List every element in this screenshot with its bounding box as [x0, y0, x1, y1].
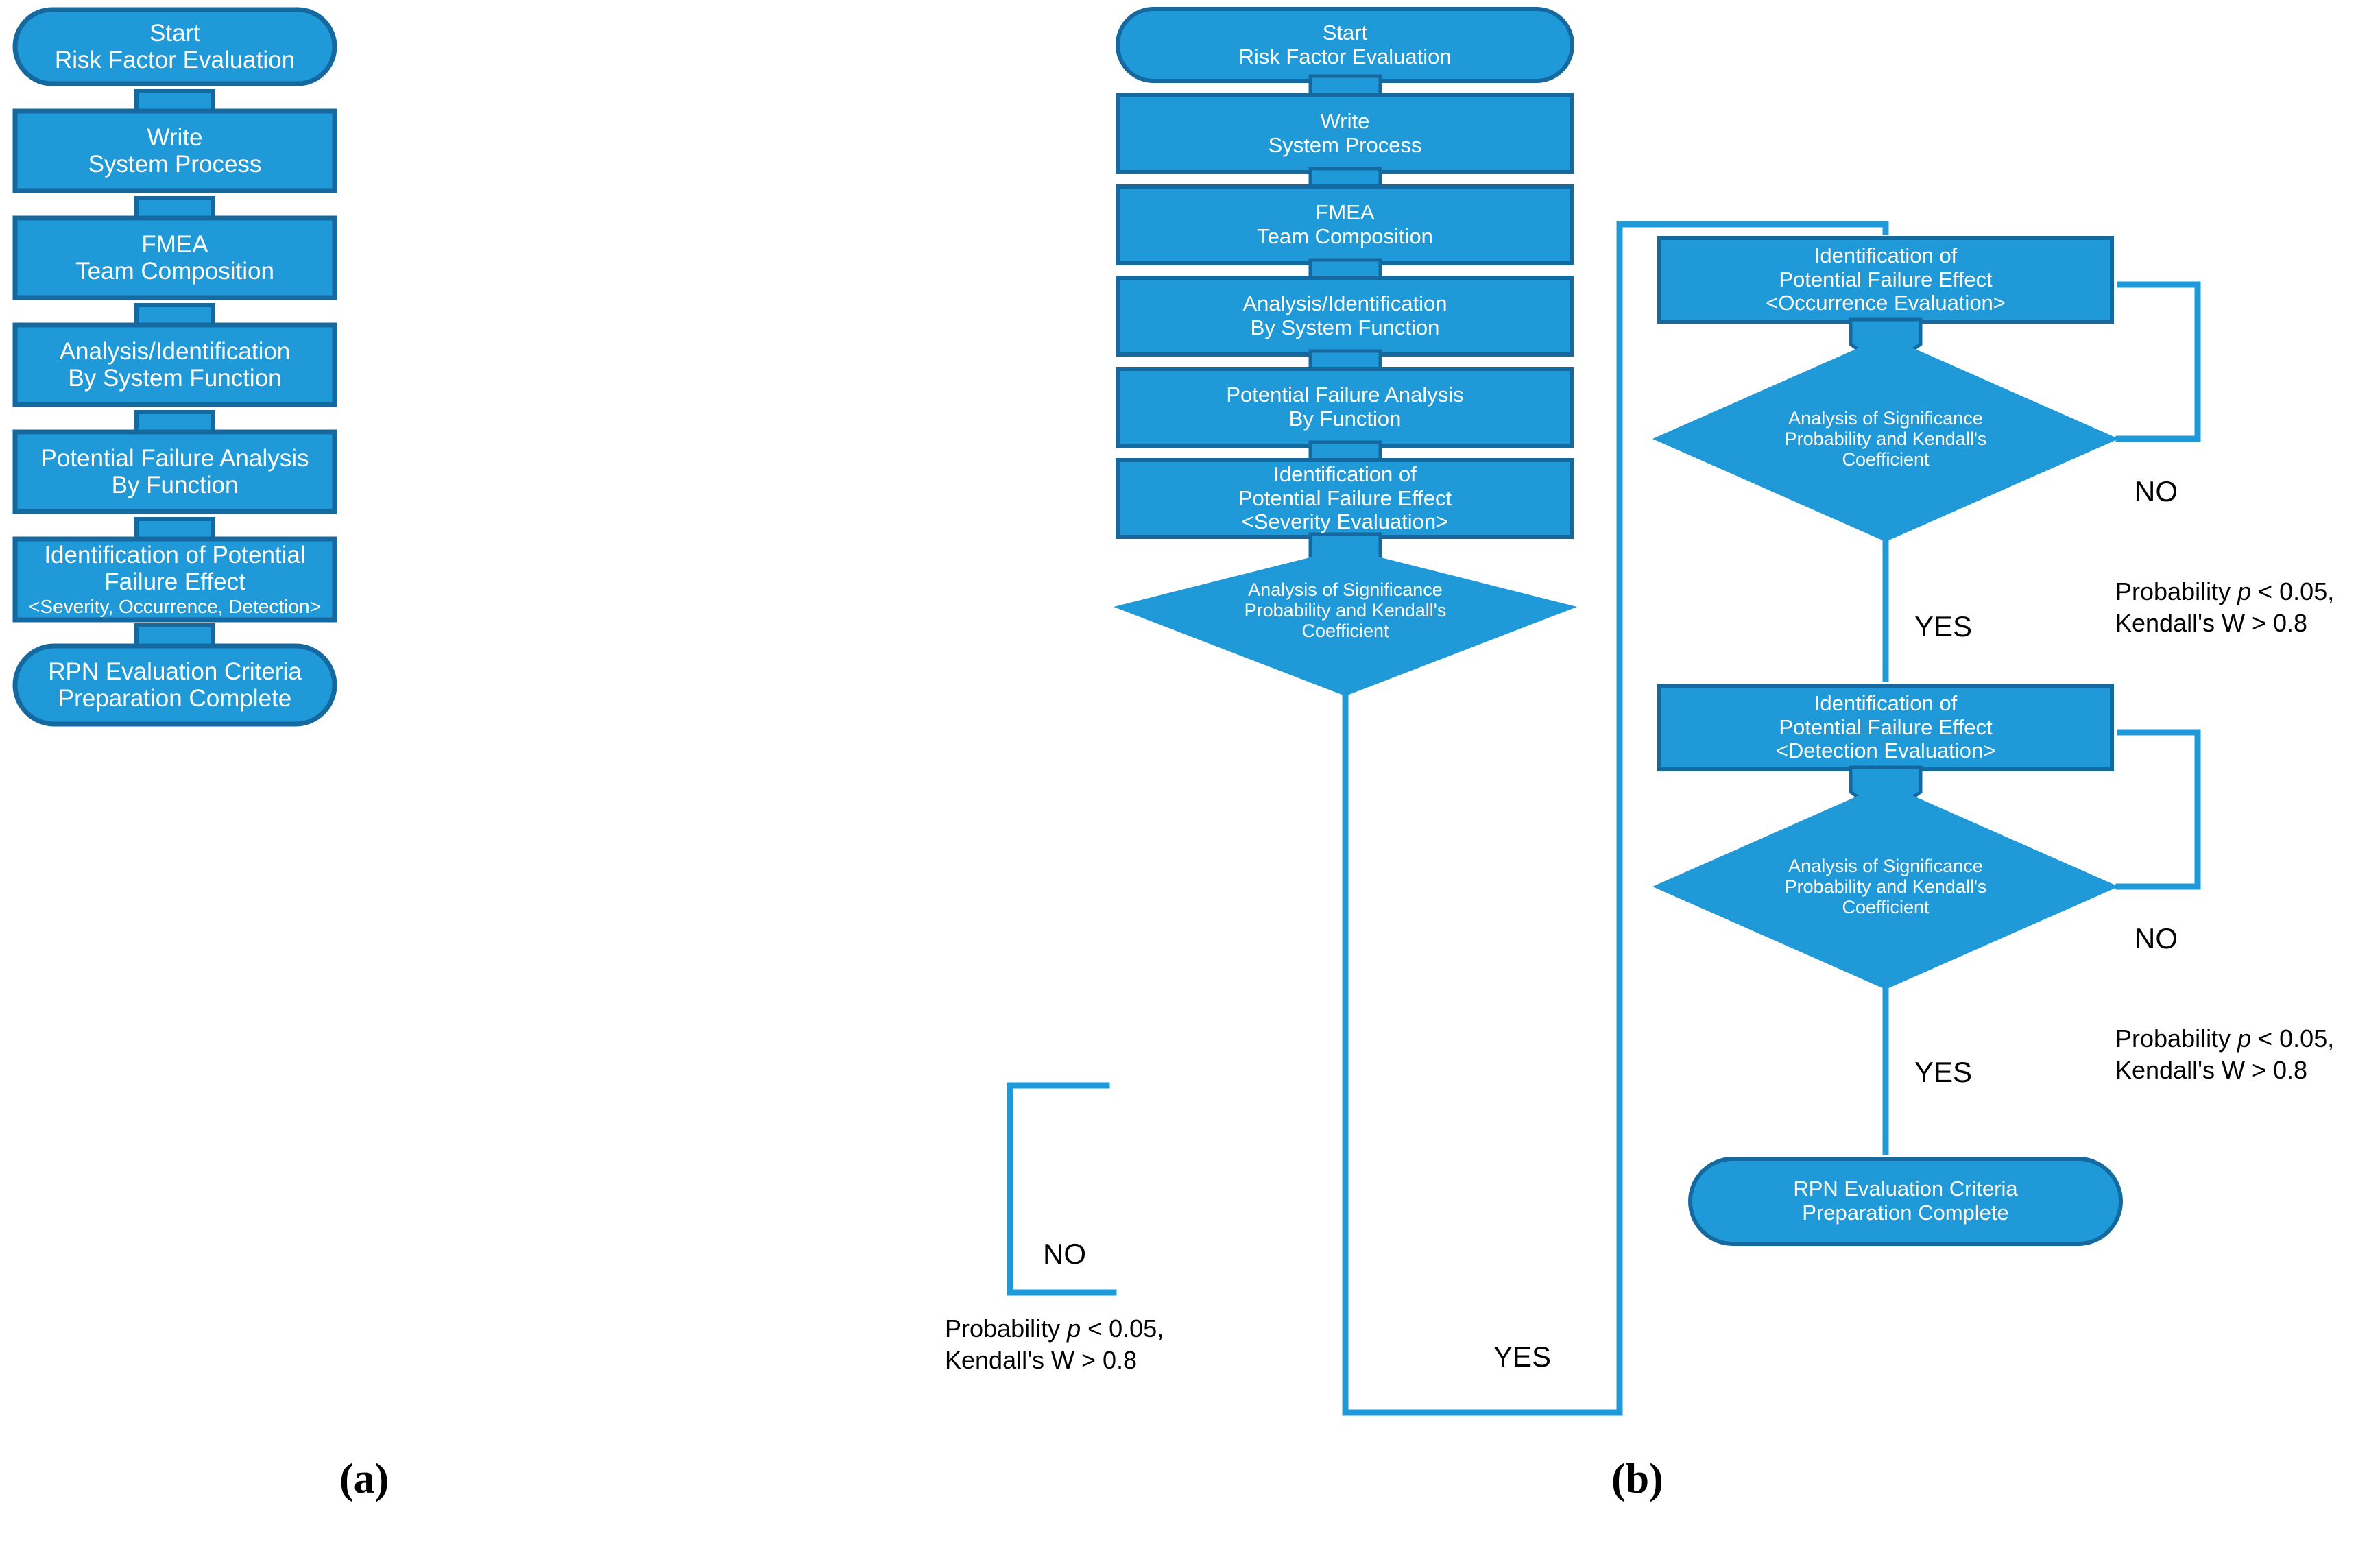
- panel-caption-b: (b): [1611, 1456, 1663, 1502]
- panel-b-no-loop-1: [1007, 1082, 1117, 1296]
- node-b-decision-severity: [1114, 549, 1577, 696]
- node-a-analysis: [12, 322, 337, 407]
- panel-b-connectors: [1007, 221, 2201, 1416]
- edge-yes-1: [1342, 693, 1623, 1416]
- panel-b-left-shapes: [1114, 7, 1577, 696]
- node-a-fmea: [12, 215, 337, 300]
- node-b-rpn: [1688, 1157, 2123, 1246]
- node-a-potential: [12, 429, 337, 514]
- node-a-identification: [12, 536, 337, 623]
- node-a-rpn: [12, 643, 337, 727]
- edge-no-3: [2115, 729, 2201, 890]
- node-b-write: [1116, 93, 1574, 174]
- node-a-write: [12, 108, 337, 193]
- node-b-fmea: [1116, 184, 1574, 265]
- node-b-potential: [1116, 367, 1574, 448]
- edge-no-2: [2115, 281, 2201, 442]
- node-b-decision-detection: [1652, 784, 2119, 989]
- node-b-analysis: [1116, 276, 1574, 357]
- node-a-start: [12, 7, 337, 86]
- panel-caption-a: (a): [339, 1456, 389, 1502]
- edge-label-yes-3: YES: [1914, 1056, 1973, 1088]
- edge-spine-right: [1616, 221, 1889, 1416]
- node-b-start: [1116, 7, 1574, 83]
- edge-label-yes-2: YES: [1914, 610, 1973, 642]
- criteria-note-2: Probability p < 0.05, Kendall's W > 0.8: [2115, 577, 2335, 638]
- node-b-severity: [1116, 458, 1574, 539]
- node-b-decision-occurrence: [1652, 336, 2119, 542]
- node-b-occurrence: [1657, 236, 2114, 324]
- panel-b-right-shapes: [1652, 236, 2123, 1246]
- edge-label-yes-1: YES: [1493, 1340, 1552, 1373]
- criteria-note-3: Probability p < 0.05, Kendall's W > 0.8: [2115, 1024, 2335, 1085]
- edge-label-no-1: NO: [1043, 1238, 1086, 1270]
- node-b-detection: [1657, 684, 2114, 771]
- panel-a-shapes: [12, 7, 337, 727]
- criteria-note-1: Probability p < 0.05, Kendall's W > 0.8: [945, 1314, 1164, 1375]
- edge-label-no-3: NO: [2135, 922, 2178, 954]
- edge-label-no-2: NO: [2135, 475, 2178, 507]
